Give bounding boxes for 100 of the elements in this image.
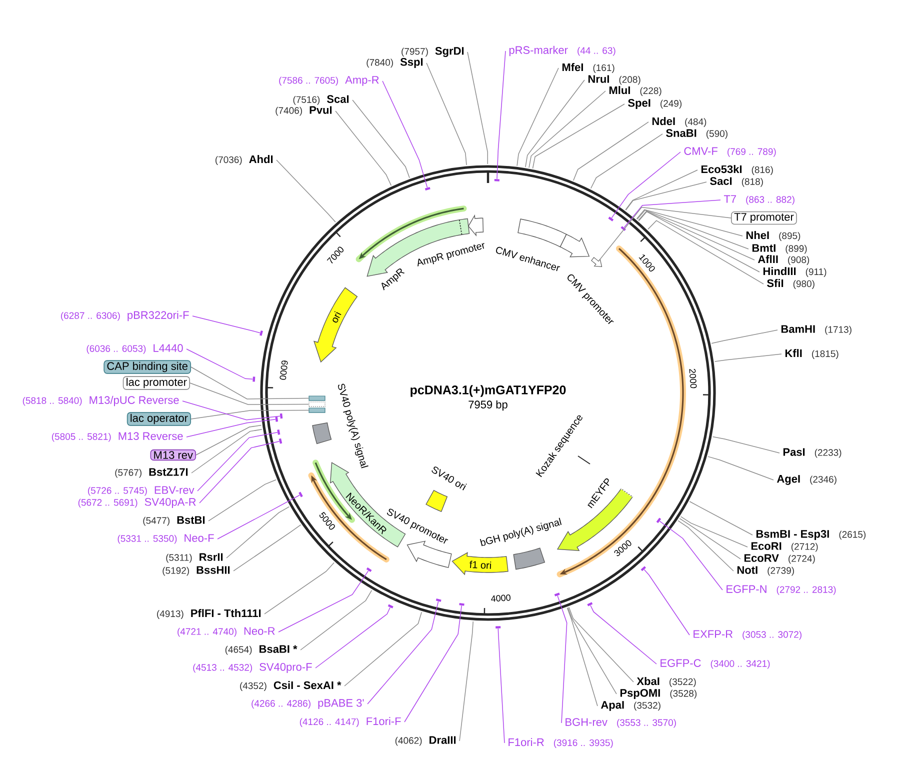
enzyme-site-label: HindIII (911) [763, 267, 826, 277]
leader-line [568, 606, 634, 682]
enzyme-site-label: BmtI (899) [752, 244, 807, 254]
leader-line [638, 211, 760, 272]
feature-tag: M13 rev [150, 449, 196, 461]
leader-line [598, 206, 732, 261]
primer-label: (5818 .. 5840) M13/pUC Reverse [22, 396, 179, 406]
leader-line [532, 104, 625, 169]
leader-line [590, 134, 663, 189]
leader-line [590, 605, 657, 664]
primer-mark [620, 226, 626, 231]
leader-line [644, 569, 690, 636]
leader-line [636, 209, 743, 236]
enzyme-site-label: EcoRV (2724) [744, 554, 815, 564]
leader-line [233, 524, 302, 572]
feature-label: SV40 ori [432, 466, 467, 490]
primer-label: (4721 .. 4740) Neo-R [178, 627, 275, 637]
enzyme-site-label: (7036) AhdI [216, 155, 273, 165]
feature-mark [308, 396, 326, 401]
leader-line [557, 595, 568, 724]
leader-line [344, 612, 422, 686]
primer-mark [436, 598, 442, 602]
primer-label: (4513 .. 4532) SV40pro-F [193, 663, 312, 673]
feature-tag: T7 promoter [731, 211, 797, 225]
enzyme-site-label: (4062) DraIII [395, 736, 456, 746]
primer-label: T7 (863 .. 882) [724, 195, 794, 205]
enzyme-site-label: (7957) SgrDI [402, 47, 464, 57]
leader-line [335, 110, 392, 186]
enzyme-site-label: (7406) PvuI [276, 106, 332, 116]
primer-label: pRS-marker (44 .. 63) [509, 46, 616, 56]
leader-line [426, 62, 467, 166]
leader-line [525, 80, 585, 168]
leader-line [611, 152, 681, 218]
leader-line [689, 501, 753, 536]
enzyme-site-label: SnaBI (590) [666, 129, 728, 139]
enzyme-site-label: (5767) BstZ17I [115, 468, 188, 478]
enzyme-site-label: SfiI (980) [767, 279, 814, 289]
enzyme-site-label: (4654) BsaBI * [225, 645, 298, 655]
primer-mark [260, 330, 263, 336]
leader-line [208, 479, 276, 522]
leader-line [459, 621, 474, 742]
enzyme-site-label: AflII (908) [758, 255, 810, 265]
leader-line [382, 80, 428, 188]
leader-line [190, 366, 310, 400]
primer-label: CMV-F (769 .. 789) [684, 147, 776, 157]
primer-mark [424, 186, 430, 190]
tick-label: 4000 [491, 594, 510, 602]
feature-mark [308, 408, 326, 413]
leader-line [648, 220, 764, 284]
leader-line [276, 160, 336, 223]
primer-label: EGFP-C (3400 .. 3421) [660, 659, 770, 669]
leader-line [264, 562, 334, 614]
primer-mark [366, 567, 372, 572]
leader-line [711, 330, 778, 344]
enzyme-site-label: MfeI (161) [562, 63, 614, 73]
primer-mark [494, 178, 500, 182]
leader-line [708, 456, 774, 480]
enzyme-site-label: NheI (895) [746, 231, 800, 241]
primer-label: (7586 .. 7605) Amp-R [279, 76, 379, 86]
primer-mark [280, 413, 283, 419]
feature-label: CMV enhancer [496, 246, 560, 272]
leader-line [196, 424, 262, 456]
leader-line [638, 210, 755, 260]
enzyme-site-label: NotI (2739) [737, 566, 794, 576]
plasmid-name: pcDNA3.1(+)mGAT1YFP20 [410, 385, 566, 397]
leader-line [278, 570, 369, 632]
primer-mark [496, 626, 501, 628]
leader-line [217, 494, 300, 540]
enzyme-site-label: (7840) SspI [366, 58, 423, 68]
leader-line [680, 516, 748, 548]
leader-line [679, 518, 741, 560]
feature-tag: lac promoter [122, 376, 190, 390]
leader-line [659, 520, 723, 590]
primer-label: (6287 .. 6306) pBR322ori-F [61, 310, 189, 322]
enzyme-site-label: (5192) BssHII [162, 566, 230, 576]
primer-mark [298, 492, 303, 498]
leader-line [182, 400, 280, 420]
primer-label: F1ori-R (3916 .. 3935) [508, 738, 613, 748]
leader-line [516, 68, 559, 166]
primer-mark [459, 602, 464, 606]
primer-label: (4126 .. 4147) F1ori-F [300, 717, 401, 727]
feature-mark [308, 402, 326, 407]
leader-line [624, 200, 721, 228]
primer-label: (5726 .. 5745) EBV-rev [88, 486, 194, 496]
leader-line [404, 605, 462, 722]
enzyme-site-label: ApaI (3532) [600, 701, 660, 711]
primer-label: (5331 .. 5350) Neo-F [118, 534, 214, 544]
leader-line [192, 316, 260, 334]
enzyme-site-label: Eco53kI (816) [701, 165, 773, 175]
enzyme-site-label: XbaI (3522) [636, 677, 696, 687]
primer-mark [252, 376, 256, 382]
primer-label: (5805 .. 5821) M13 Reverse [52, 432, 183, 442]
enzyme-site-label: PasI (2233) [783, 448, 842, 458]
primer-label: BGH-rev (3553 .. 3570) [566, 718, 676, 728]
leader-line [199, 440, 280, 504]
feature-shape [591, 257, 602, 267]
primer-label: (6036 .. 6053) L4440 [86, 344, 183, 354]
leader-line [573, 122, 649, 181]
enzyme-site-label: (5477) BstBI [143, 516, 205, 526]
leader-line [678, 520, 734, 572]
